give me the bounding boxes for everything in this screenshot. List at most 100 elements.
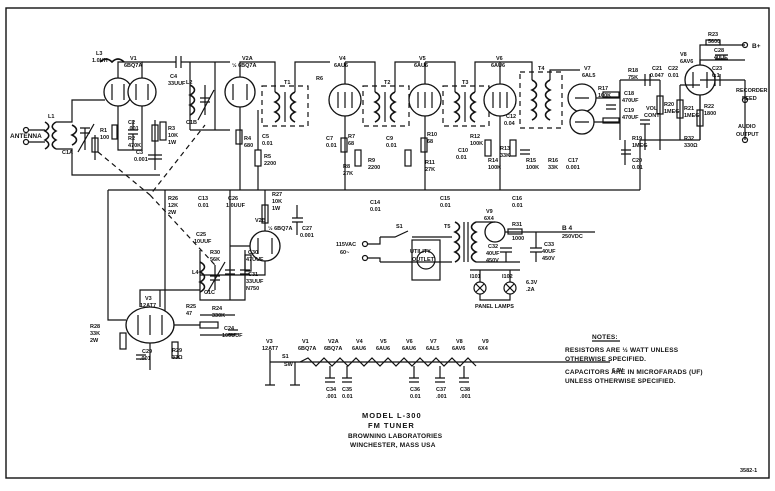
c15-value: 0.01 [440, 203, 451, 209]
r14-value: 100K [488, 165, 501, 171]
v9-ref: V9 [486, 209, 493, 215]
fil-v2-type: 6BQ7A [324, 346, 342, 352]
c27-label: C27 [302, 226, 312, 232]
v6-ref: V6 [496, 56, 503, 62]
r29-label: R29 [172, 348, 182, 354]
l3-value: 1.0UH [92, 58, 108, 64]
c21-value: 0.047 [650, 73, 664, 79]
fil-v1-ref: V1 [302, 339, 309, 345]
v3-ref: V3 [145, 296, 152, 302]
vol-label: VOL [646, 106, 658, 112]
ac-line-label: 115VAC [336, 242, 356, 248]
r2-label: R2 [128, 136, 135, 142]
c20-value: 0.01 [632, 165, 643, 171]
r21-value: 1MEG [684, 113, 700, 119]
fil-v6-ref: V6 [406, 339, 413, 345]
l2-tank [188, 62, 230, 131]
notes-line-4: UNLESS OTHERWISE SPECIFIED. [565, 378, 676, 385]
v3-type: 12AT7 [140, 303, 156, 309]
r6-label: R6 [316, 76, 323, 82]
r14-label: R14 [488, 158, 499, 164]
r31-label: R31 [512, 222, 522, 228]
sheet-border [5, 7, 770, 479]
r28-watt: 2W [90, 338, 99, 344]
fil-sw-label: SW [284, 362, 294, 368]
c32-label: C32 [488, 244, 498, 250]
power-supply [361, 221, 595, 301]
c20-label: C20 [632, 158, 642, 164]
t5-label: T5 [444, 224, 450, 230]
r16-value: 33K [548, 165, 558, 171]
c21-label: C21 [652, 66, 662, 72]
c9-value: 0.01 [386, 143, 397, 149]
c14-label: C14 [370, 200, 381, 206]
r22-value: 1800 [704, 111, 716, 117]
r19-value: 1MEG [632, 143, 648, 149]
gang-tuning-linkage [97, 124, 216, 266]
fil-s1-label: S1 [282, 354, 289, 360]
r23-label: R23 [708, 32, 718, 38]
r2-value: 470K [128, 143, 141, 149]
b4-label: B 4 [562, 225, 573, 232]
title-product: FM TUNER [368, 421, 415, 430]
c31-value: 33UUF [246, 279, 264, 285]
c34-ref: C34 [326, 387, 337, 393]
r11-value: 27K [425, 167, 435, 173]
c5-value: 0.01 [262, 141, 273, 147]
l4-tank [198, 250, 252, 301]
afc-line [107, 189, 165, 321]
b4-volt-label: 250VDC [562, 234, 583, 240]
r26-label: R26 [168, 196, 178, 202]
r15-value: 100K [526, 165, 539, 171]
fil-v4-type: 6AU6 [352, 346, 366, 352]
c10-label: C10 [458, 148, 468, 154]
c7-label: C7 [326, 136, 333, 142]
r27-watt: 1W [272, 206, 281, 212]
r26-value: 12K [168, 203, 178, 209]
c38-ref: C38 [460, 387, 470, 393]
t2-label: T2 [384, 80, 390, 86]
i102-label: I102 [502, 274, 513, 280]
r13-value: 33K [500, 153, 510, 159]
c24-value: 100UUF [222, 333, 243, 339]
c9-label: C9 [386, 136, 393, 142]
l1-tuned-circuit [56, 99, 160, 176]
title-company: BROWNING LABORATORIES [348, 433, 443, 440]
c18-value: 470UF [622, 98, 639, 104]
r12-label: R12 [470, 134, 480, 140]
v1-tube [103, 61, 157, 120]
c16-label: C16 [512, 196, 522, 202]
panel-lamps-label: PANEL LAMPS [475, 304, 514, 310]
fil-v3-ref: V3 [266, 339, 273, 345]
t1-label: T1 [284, 80, 290, 86]
c30-value: 47UUF [246, 257, 264, 263]
c2-value: .001 [128, 126, 139, 132]
c4-label: C4 [170, 74, 178, 80]
r22-label: R22 [704, 104, 714, 110]
v2a-ref: V2A [242, 56, 253, 62]
r30-value: 56K [210, 257, 220, 263]
r31-value: 1000 [512, 236, 524, 242]
v4-ref: V4 [339, 56, 347, 62]
v8-type: 6AV6 [680, 59, 693, 65]
t1-transformer [261, 61, 330, 127]
r21-label: R21 [684, 106, 694, 112]
v4-tube [328, 62, 362, 190]
filament-string [265, 350, 610, 386]
c31-tempco: N750 [246, 286, 259, 292]
l3-label: L3 [96, 51, 102, 57]
c19-value: 470UF [622, 115, 639, 121]
fil-v7-type: 6AL5 [426, 346, 439, 352]
c12-value: 0.04 [504, 121, 516, 127]
r1-label: R1 [100, 128, 107, 134]
v4-type: 6AU6 [334, 63, 348, 69]
c2-label: C2 [128, 120, 135, 126]
c32-volt: 450V [486, 258, 499, 264]
c17-label: C17 [568, 158, 578, 164]
v7-ref: V7 [584, 66, 591, 72]
v1-cathode-network [111, 120, 162, 170]
notes-line-1: RESISTORS ARE ½ WATT UNLESS [565, 346, 679, 354]
c37-ref: C37 [436, 387, 446, 393]
